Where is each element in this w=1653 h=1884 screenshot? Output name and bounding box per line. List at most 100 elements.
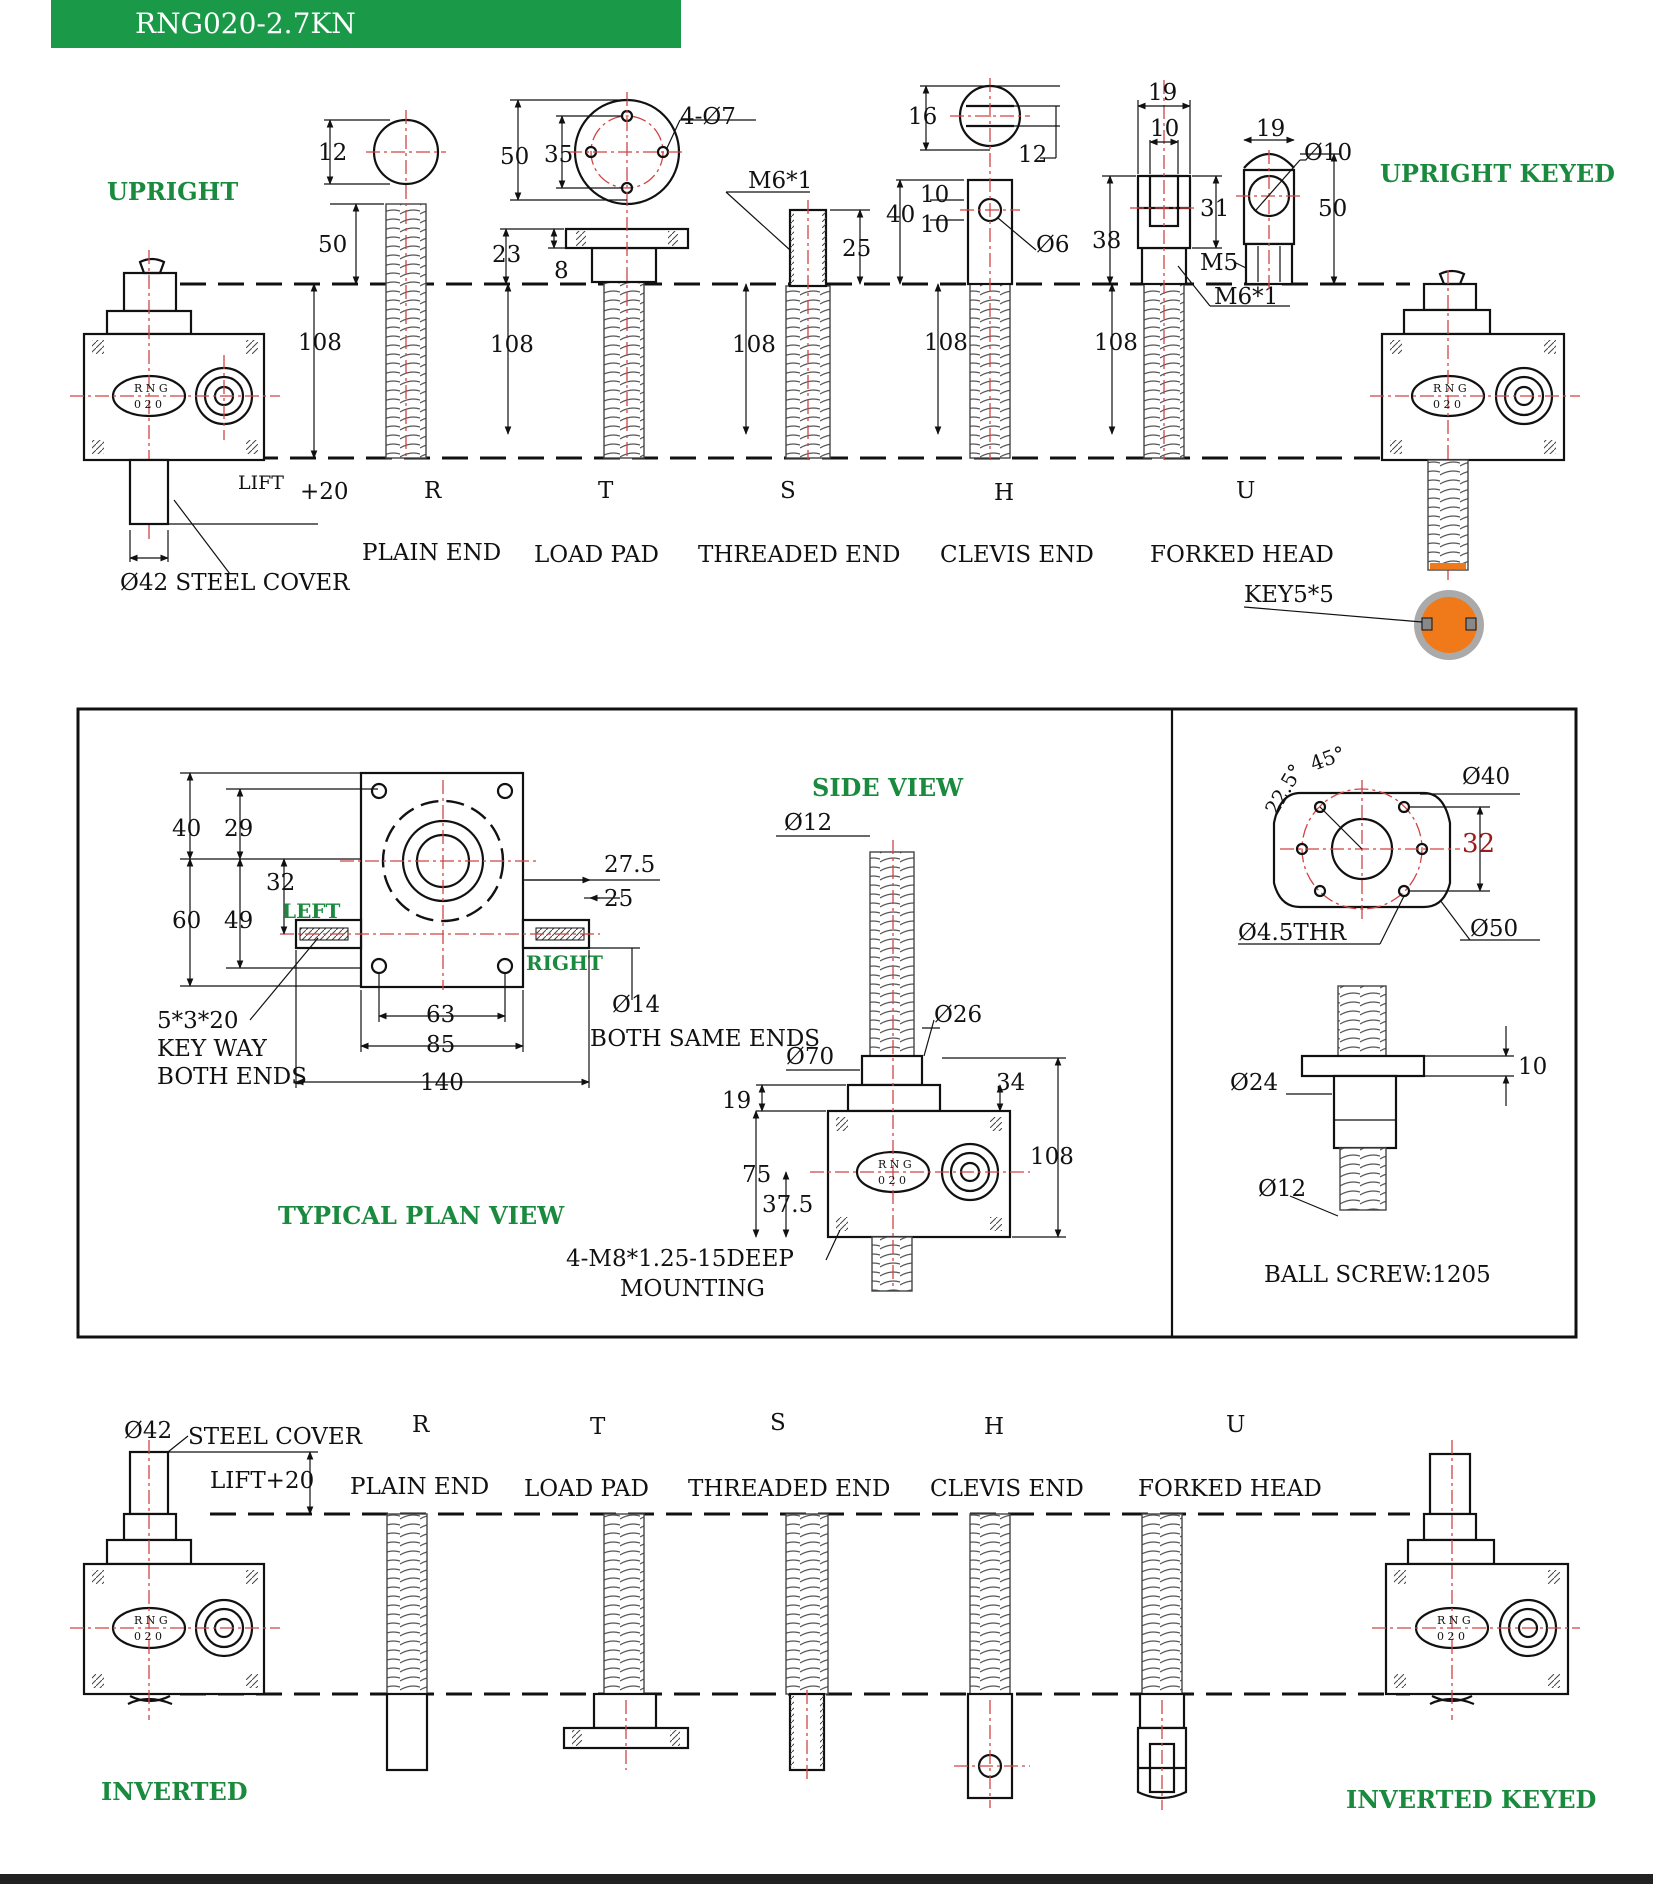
- ballnut-angle2: 45°: [1307, 741, 1349, 776]
- stroke-dim-1: 108: [298, 330, 342, 356]
- r-len-dim: 50: [318, 232, 347, 258]
- logo-bottom-4: 0 2 0: [134, 1630, 162, 1643]
- plan-same-ends: BOTH SAME ENDS: [590, 1026, 820, 1052]
- side-view-title: SIDE VIEW: [812, 773, 964, 802]
- keyway-line-2: KEY WAY: [157, 1036, 268, 1062]
- plan-right-label: RIGHT: [526, 951, 603, 975]
- side-dim-37-5: 37.5: [762, 1192, 813, 1218]
- side-mounting-1: 4-M8*1.25-15DEEP: [566, 1246, 794, 1272]
- ballnut-d50: Ø50: [1470, 916, 1518, 942]
- ballnut-d12: Ø12: [1258, 1176, 1306, 1202]
- gearbox-upright-keyed: [1370, 269, 1580, 660]
- logo-top-3: R N G: [878, 1158, 912, 1171]
- h-bottom-dim: 10: [920, 212, 949, 238]
- bottom-end-name-t: LOAD PAD: [524, 1476, 649, 1502]
- plan-dim-60: 60: [172, 908, 201, 934]
- plan-shaft-dia: Ø14: [612, 992, 660, 1018]
- plan-dim-85: 85: [426, 1032, 455, 1058]
- u2-pin-dim: Ø10: [1304, 140, 1352, 166]
- plan-left-label: LEFT: [282, 899, 341, 923]
- plan-view: [280, 771, 600, 990]
- t-plate-dim: 8: [554, 258, 569, 284]
- top-end-code-h: H: [994, 480, 1014, 506]
- gearbox-upright: [70, 250, 280, 540]
- plan-dim-49: 49: [224, 908, 253, 934]
- plan-dim-140: 140: [420, 1070, 464, 1096]
- threaded-end-upright: [785, 200, 831, 460]
- bottom-end-name-r: PLAIN END: [350, 1474, 489, 1500]
- keyway-line-1: 5*3*20: [157, 1008, 239, 1034]
- plan-dim-40: 40: [172, 816, 201, 842]
- logo-top-4: R N G: [134, 1614, 168, 1627]
- forked-head-inverted: [1136, 1513, 1188, 1810]
- logo-bottom-3: 0 2 0: [878, 1174, 906, 1187]
- side-screw-dia: Ø12: [784, 810, 832, 836]
- top-end-name-t: LOAD PAD: [534, 542, 659, 568]
- title-text: RNG020-2.7KN: [135, 7, 356, 40]
- h-top-dim: 10: [920, 182, 949, 208]
- h-slot-dim: 12: [1018, 142, 1047, 168]
- title-banner: [51, 0, 681, 48]
- lift-label: LIFT: [238, 472, 284, 494]
- plan-dim-27-5: 27.5: [604, 852, 655, 878]
- top-end-code-t: T: [598, 478, 614, 504]
- logo-top-1: R N G: [134, 382, 168, 395]
- t-height-dim: 23: [492, 242, 521, 268]
- top-end-name-u: FORKED HEAD: [1150, 542, 1334, 568]
- u-thread-dim: M6*1: [1214, 284, 1278, 310]
- clevis-end-inverted: [954, 1513, 1030, 1808]
- bottom-end-code-u: U: [1226, 1412, 1245, 1438]
- bottom-end-name-u: FORKED HEAD: [1138, 1476, 1322, 1502]
- bottom-lift-label: LIFT+20: [210, 1468, 314, 1494]
- bottom-end-code-s: S: [770, 1410, 786, 1436]
- stroke-dim-4: 108: [924, 330, 968, 356]
- footer-bar: [0, 1874, 1653, 1884]
- top-end-name-s: THREADED END: [698, 542, 900, 568]
- plan-view-title: TYPICAL PLAN VIEW: [278, 1201, 565, 1230]
- bottom-end-name-s: THREADED END: [688, 1476, 890, 1502]
- top-end-code-u: U: [1236, 478, 1255, 504]
- plan-dim-29: 29: [224, 816, 253, 842]
- ballnut-caption: BALL SCREW:1205: [1264, 1262, 1491, 1288]
- h-pin-dim: Ø6: [1036, 232, 1070, 258]
- s-thread-dim: M6*1: [748, 168, 812, 194]
- cover-label: Ø42 STEEL COVER: [120, 570, 350, 596]
- ballnut-d32: 32: [1462, 829, 1495, 859]
- h-width-dim: 16: [908, 104, 937, 130]
- plan-dim-63: 63: [426, 1002, 455, 1028]
- u-total-dim: 38: [1092, 228, 1121, 254]
- h-total-dim: 40: [886, 202, 915, 228]
- bottom-end-name-h: CLEVIS END: [930, 1476, 1084, 1502]
- side-flange-dia: Ø70: [786, 1044, 834, 1070]
- bottom-end-code-t: T: [590, 1414, 606, 1440]
- bottom-end-code-h: H: [984, 1414, 1004, 1440]
- upright-label: UPRIGHT: [107, 177, 238, 206]
- inverted-keyed-label: INVERTED KEYED: [1346, 1785, 1596, 1814]
- gearbox-inverted-keyed: [1372, 1440, 1580, 1720]
- bottom-end-code-r: R: [412, 1412, 430, 1438]
- top-end-code-r: R: [424, 478, 442, 504]
- ballnut-d10: 10: [1518, 1054, 1547, 1080]
- side-boss-dia: Ø26: [934, 1002, 982, 1028]
- bottom-cover-text: STEEL COVER: [188, 1424, 363, 1450]
- lift-value: +20: [300, 479, 349, 505]
- side-dim-75: 75: [742, 1162, 771, 1188]
- upright-keyed-label: UPRIGHT KEYED: [1380, 159, 1615, 188]
- top-end-name-h: CLEVIS END: [940, 542, 1094, 568]
- forked-head-upright: [1130, 80, 1198, 460]
- plain-end-upright: [366, 110, 446, 460]
- load-pad-inverted: [562, 1513, 690, 1770]
- load-pad-upright: [564, 92, 690, 460]
- r-dia-dim: 12: [318, 140, 347, 166]
- plan-dim-32: 32: [266, 870, 295, 896]
- logo-bottom-1: 0 2 0: [134, 398, 162, 411]
- plan-dim-25: 25: [604, 886, 633, 912]
- top-end-name-r: PLAIN END: [362, 540, 501, 566]
- forked-head-side: [1236, 150, 1302, 290]
- stroke-dim-2: 108: [490, 332, 534, 358]
- side-mounting-2: MOUNTING: [620, 1276, 765, 1302]
- u2-width-dim: 19: [1256, 116, 1285, 142]
- side-dim-108: 108: [1030, 1144, 1074, 1170]
- side-dim-19: 19: [722, 1088, 751, 1114]
